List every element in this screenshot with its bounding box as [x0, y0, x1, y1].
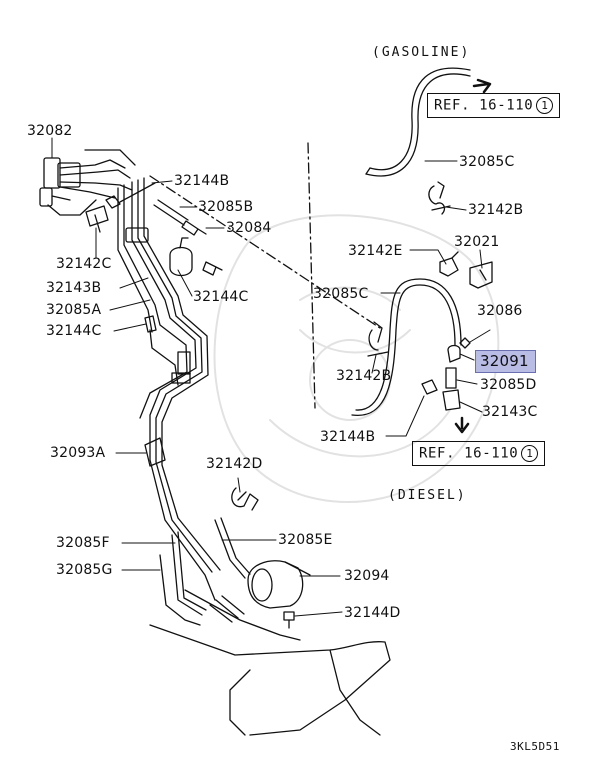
part-label-32085f: 32085F: [56, 535, 110, 551]
part-label-32085c-top: 32085C: [459, 154, 515, 170]
part-label-32142d: 32142D: [206, 456, 263, 472]
part-label-32085a: 32085A: [46, 302, 102, 318]
part-label-32091-highlighted: 32091: [475, 350, 536, 373]
reference-text: REF. 16-110: [434, 97, 534, 114]
part-label-32144d: 32144D: [344, 605, 401, 621]
part-label-32144b-bottom: 32144B: [320, 429, 376, 445]
arrow-icon-lower: [454, 416, 470, 434]
arrow-icon-upper: [472, 78, 492, 94]
part-label-32085e: 32085E: [278, 532, 333, 548]
drawing-code: 3KL5D51: [510, 740, 560, 753]
fuel-filter-32094: [247, 560, 311, 609]
part-label-32085c-mid: 32085C: [313, 286, 369, 302]
hose-32085c-gasoline: [365, 67, 471, 177]
pipe-bundle-main: [117, 177, 221, 601]
reference-lines: [149, 142, 381, 409]
clip-32144c-left: [144, 315, 157, 333]
part-label-32094: 32094: [344, 568, 390, 584]
bolt-32144d: [283, 611, 295, 629]
hose-32085d: [445, 367, 457, 389]
leader-lines: [51, 137, 491, 617]
fitting-32144b-lower: [421, 379, 438, 395]
clip-32142b-upper: [428, 181, 451, 215]
part-label-32143b: 32143B: [46, 280, 102, 296]
hose-32085f: [171, 531, 207, 616]
hose-32085c-diesel: [351, 278, 462, 416]
part-label-32142e: 32142E: [348, 243, 403, 259]
diesel-note: (DIESEL): [388, 488, 467, 503]
part-label-32082: 32082: [27, 123, 73, 139]
part-label-32142b-top: 32142B: [468, 202, 524, 218]
reference-number: 1: [536, 97, 554, 114]
part-label-32144b-top: 32144B: [174, 173, 230, 189]
part-label-32093a: 32093A: [50, 445, 106, 461]
bracket-32021: [469, 261, 493, 289]
hose-32085e: [214, 517, 251, 579]
hose-32085b: [153, 199, 189, 226]
fitting-32144b-upper: [105, 182, 156, 209]
part-label-32142b-mid: 32142B: [336, 368, 392, 384]
chassis-frame: [149, 589, 391, 736]
clip-32142e: [439, 251, 459, 277]
bolt-32086: [459, 337, 471, 349]
clip-32142d: [231, 487, 259, 511]
part-label-32085d: 32085D: [480, 377, 537, 393]
bracket-32093a: [144, 437, 166, 467]
part-label-32085g: 32085G: [56, 562, 113, 578]
hose-32085g: [159, 554, 201, 626]
part-label-32021: 32021: [454, 234, 500, 250]
part-label-32086: 32086: [477, 303, 523, 319]
part-label-32085b: 32085B: [198, 199, 254, 215]
reference-number: 1: [521, 445, 539, 462]
part-label-32144c-left: 32144C: [46, 323, 102, 339]
clip-32143c: [442, 389, 461, 411]
part-label-32144c-right: 32144C: [193, 289, 249, 305]
clip-32142b-lower: [367, 321, 389, 357]
connector-32091: [447, 344, 461, 363]
part-label-32142c: 32142C: [56, 256, 112, 272]
reference-text: REF. 16-110: [419, 445, 519, 462]
gasoline-note: (GASOLINE): [372, 45, 471, 60]
part-label-32084: 32084: [226, 220, 272, 236]
connector-assembly-32082: [39, 149, 136, 216]
clip-32144c-right: [169, 237, 193, 277]
fitting-32084: [181, 220, 207, 236]
part-label-32143c: 32143C: [482, 404, 538, 420]
clip-32142c: [85, 205, 109, 233]
